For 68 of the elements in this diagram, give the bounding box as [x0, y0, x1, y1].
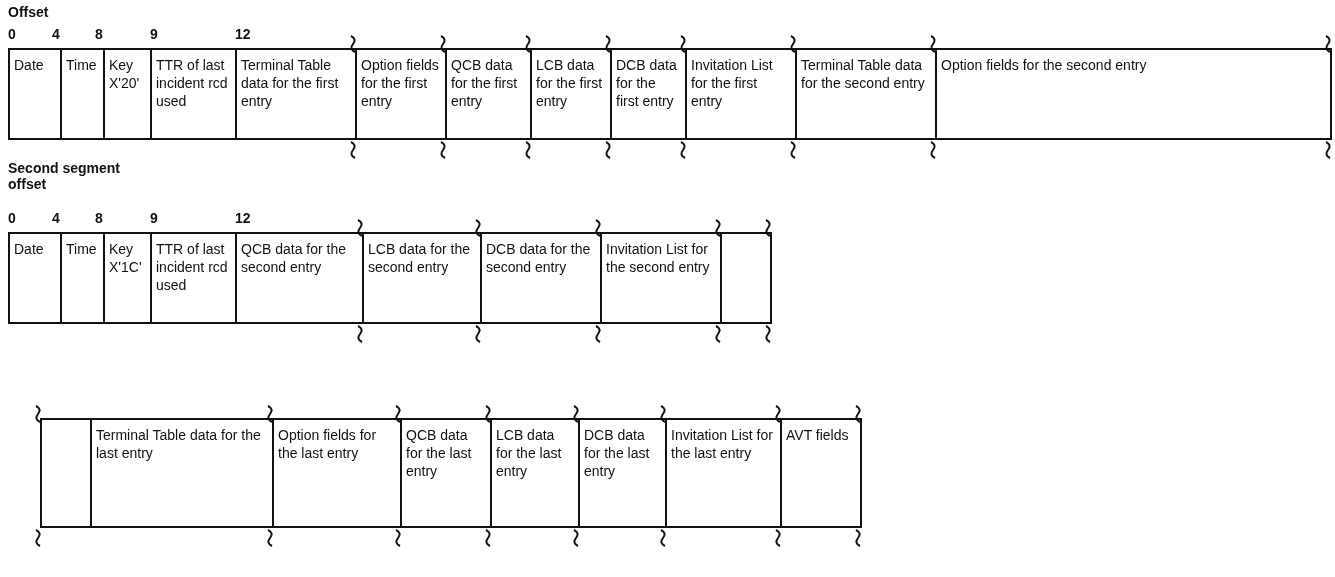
field-text: DCB data for the last entry: [584, 426, 651, 480]
record-field: [480, 232, 602, 324]
record-field: [103, 48, 152, 140]
record-field: [90, 418, 274, 528]
field-text: Terminal Table data for the last entry: [96, 426, 262, 462]
record-field-stub: [40, 418, 92, 528]
field-text: LCB data for the last entry: [496, 426, 563, 480]
offset-value: 4: [52, 26, 60, 42]
record-field: [60, 48, 105, 140]
record-field: [150, 48, 237, 140]
offset-value: 0: [8, 210, 16, 226]
record-field: [685, 48, 797, 140]
offset-heading: Offset: [8, 4, 49, 20]
field-text: Terminal Table data for the second entry: [801, 56, 926, 92]
offset-value: 12: [235, 26, 251, 42]
record-field: [780, 418, 862, 528]
record-field: [235, 232, 364, 324]
field-text: Invitation List for the last entry: [671, 426, 774, 462]
offset-value: 8: [95, 26, 103, 42]
field-text: Date: [14, 240, 45, 258]
record-field: [600, 232, 722, 324]
record-field-stub: [720, 232, 772, 324]
record-field: [362, 232, 482, 324]
record-field: [665, 418, 782, 528]
field-text: Date: [14, 56, 45, 74]
record-field: [578, 418, 667, 528]
field-text: Invitation List for the first entry: [691, 56, 774, 110]
offset-value: 0: [8, 26, 16, 42]
offset-value: 9: [150, 210, 158, 226]
offset-value: 4: [52, 210, 60, 226]
record-field: [272, 418, 402, 528]
field-text: Option fields for the second entry: [941, 56, 1148, 74]
record-field: [445, 48, 532, 140]
field-text: LCB data for the first entry: [536, 56, 604, 110]
offset-value: 9: [150, 26, 158, 42]
field-text: DCB data for the second entry: [486, 240, 592, 276]
field-text: Time: [66, 240, 98, 258]
field-text: Invitation List for the second entry: [606, 240, 711, 276]
field-text: QCB data for the first entry: [451, 56, 519, 110]
field-text: QCB data for the second entry: [241, 240, 348, 276]
field-text: Terminal Table data for the first entry: [241, 56, 340, 110]
record-field: [490, 418, 580, 528]
field-text: TTR of last incident rcd used: [156, 56, 229, 110]
offset-value: 12: [235, 210, 251, 226]
field-text: Option fields for the last entry: [278, 426, 378, 462]
offset-heading: Second segment offset: [8, 160, 122, 192]
record-field: [935, 48, 1332, 140]
field-text: AVT fields: [786, 426, 850, 444]
field-text: Time: [66, 56, 98, 74]
record-field: [150, 232, 237, 324]
field-text: TTR of last incident rcd used: [156, 240, 229, 294]
offset-value: 8: [95, 210, 103, 226]
field-text: Key X'1C': [109, 240, 143, 276]
record-field: [400, 418, 492, 528]
record-field: [530, 48, 612, 140]
field-text: QCB data for the last entry: [406, 426, 473, 480]
record-field: [795, 48, 937, 140]
field-text: Key X'20': [109, 56, 141, 92]
record-field: [8, 232, 62, 324]
field-text: DCB data for the first entry: [616, 56, 678, 110]
record-field: [60, 232, 105, 324]
record-field: [103, 232, 152, 324]
record-field: [8, 48, 62, 140]
record-field: [355, 48, 447, 140]
record-field: [235, 48, 357, 140]
field-text: LCB data for the second entry: [368, 240, 471, 276]
record-field: [610, 48, 687, 140]
field-text: Option fields for the first entry: [361, 56, 440, 110]
